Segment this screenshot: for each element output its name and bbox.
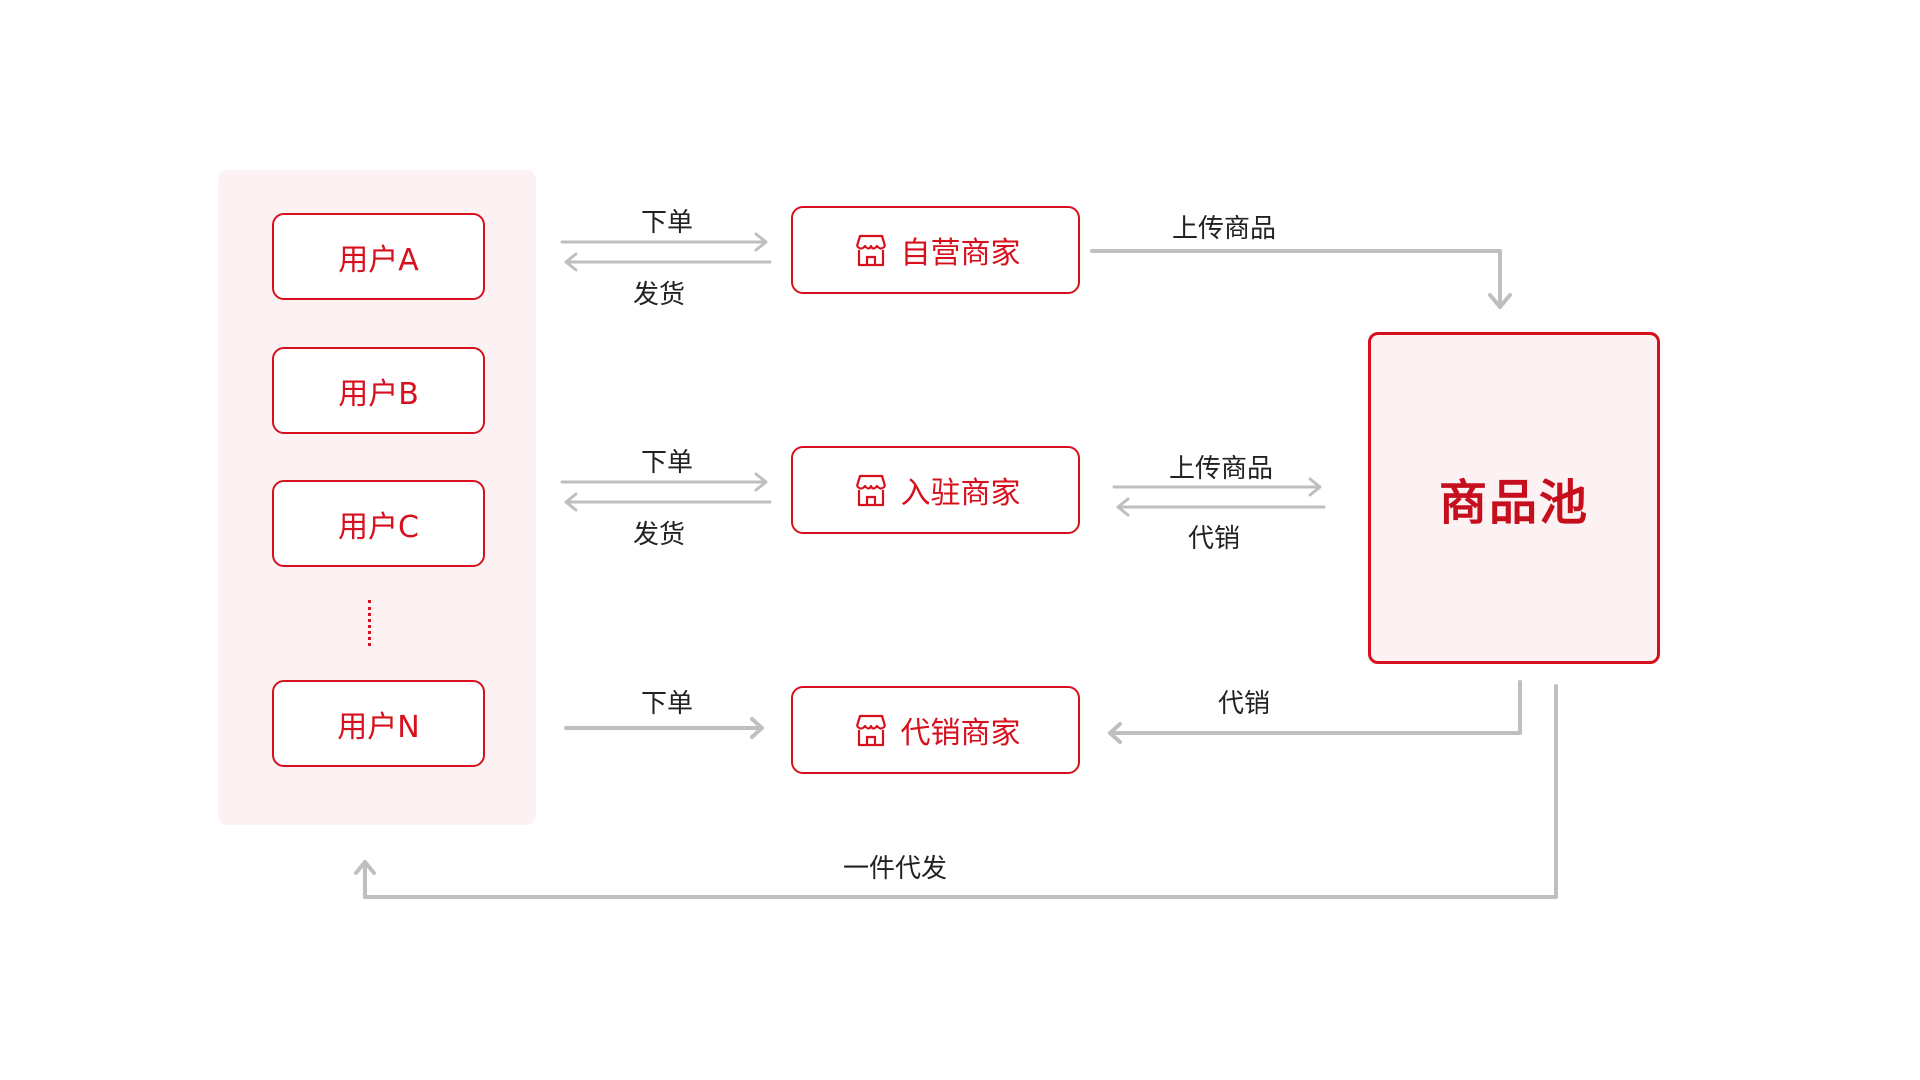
consign-arrowhead-row2	[1116, 497, 1130, 517]
consignment-merchant-box: 代销商家	[791, 686, 1080, 774]
store-icon	[855, 714, 886, 747]
user-n-label: 用户N	[337, 709, 420, 745]
ship-label-row2: 发货	[632, 520, 686, 550]
order-label-row1: 下单	[640, 208, 694, 238]
self-operated-merchant-box: 自营商家	[791, 206, 1080, 294]
upload-label-row2: 上传商品	[1168, 454, 1274, 484]
ship-arrowhead-row1	[564, 252, 578, 272]
upload-label-row1: 上传商品	[1171, 214, 1277, 244]
ship-arrowhead-row2	[564, 492, 578, 512]
store-icon	[855, 474, 886, 507]
upload-arrowhead-row2	[1308, 477, 1322, 497]
self-operated-merchant-label: 自营商家	[900, 236, 1021, 271]
consign-label-row2: 代销	[1187, 524, 1241, 554]
user-b-label: 用户B	[338, 376, 419, 412]
upload-arrowhead-row1	[1488, 293, 1512, 309]
ship-label-row1: 发货	[632, 280, 686, 310]
consign-arrowhead-row3	[1108, 722, 1122, 744]
settled-merchant-label: 入驻商家	[900, 476, 1021, 511]
order-arrowhead-row3	[750, 717, 764, 739]
consign-label-row3: 代销	[1217, 689, 1271, 719]
order-label-row2: 下单	[640, 448, 694, 478]
product-pool-label: 商品池	[1438, 475, 1589, 531]
order-arrowhead-row2	[754, 472, 768, 492]
user-c-label: 用户C	[338, 509, 419, 545]
upload-connector-row1	[1090, 249, 1502, 309]
dropship-label: 一件代发	[842, 854, 948, 884]
user-n-box: 用户N	[272, 680, 485, 767]
settled-merchant-box: 入驻商家	[791, 446, 1080, 534]
user-a-box: 用户A	[272, 213, 485, 300]
dropship-connector	[363, 684, 1558, 899]
store-icon	[855, 234, 886, 267]
order-arrowhead-row1	[754, 232, 768, 252]
order-label-row3: 下单	[640, 689, 694, 719]
ellipsis-dots	[368, 600, 371, 646]
product-pool-box: 商品池	[1368, 332, 1660, 664]
dropship-arrowhead	[354, 860, 376, 875]
user-a-label: 用户A	[338, 242, 419, 278]
user-b-box: 用户B	[272, 347, 485, 434]
consignment-merchant-label: 代销商家	[900, 716, 1021, 751]
consign-connector-row3	[1108, 680, 1522, 735]
user-c-box: 用户C	[272, 480, 485, 567]
